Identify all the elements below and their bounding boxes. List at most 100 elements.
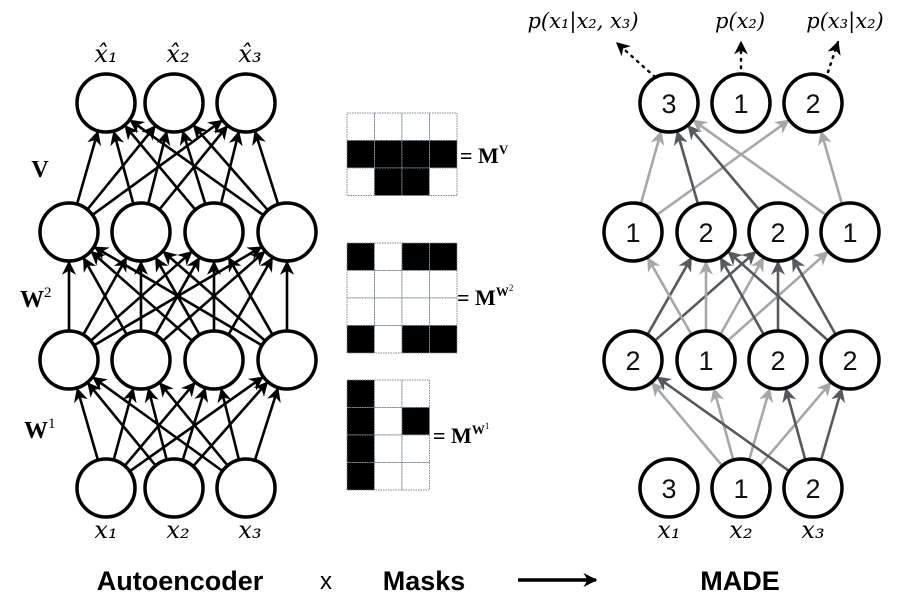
caption-autoencoder: Autoencoder (97, 566, 264, 596)
mask-cell (374, 167, 403, 196)
ae-hidden2-node (38, 201, 100, 263)
mask-matrix-W2 (346, 242, 458, 354)
dist-p-x3-given-x2: p(x₃|x₂) (806, 9, 883, 34)
mask-W1-label: = MW1 (433, 421, 489, 448)
mask-cell (374, 434, 403, 463)
mask-V-label: = MV (460, 142, 509, 168)
made-input-label-x1: x₁ (657, 516, 680, 544)
output-label-x1hat: x̂₁ (94, 40, 117, 68)
ae-hidden1-node (110, 329, 172, 391)
mask-cell (374, 379, 403, 408)
made-edge-w2 (727, 250, 830, 342)
made-output-node (782, 72, 844, 134)
made-dotted-arrows (615, 40, 841, 79)
weight-labels: V W2 W1 (20, 157, 56, 444)
input-label-x2: x₂ (166, 516, 189, 544)
made-edge-v (687, 124, 761, 211)
ae-edge-w1 (159, 382, 229, 467)
mask-W2-label: = MW2 (457, 283, 513, 310)
mask-cell (346, 167, 375, 196)
made-edge-w1 (651, 381, 724, 467)
ae-edge-w1 (92, 376, 224, 473)
mask-cell (374, 140, 403, 169)
made-input-labels: x₁ x₂ x₃ (657, 516, 824, 544)
mask-cell (374, 270, 403, 299)
mask-cell (401, 140, 430, 169)
mask-cell (346, 112, 375, 141)
weight-label-W2: W2 (20, 285, 52, 313)
mask-cell (346, 462, 375, 491)
ae-edge-v (129, 119, 265, 217)
made-output-node (710, 72, 772, 134)
autoencoder-edges (61, 119, 295, 473)
made-input-number: 1 (733, 474, 748, 504)
made-hidden2-node (675, 201, 737, 263)
weight-label-W1: W1 (24, 416, 56, 444)
mask-cell (429, 242, 458, 271)
mask-cell (401, 379, 430, 408)
operator-times: x (320, 568, 332, 595)
ae-input-node (143, 457, 205, 519)
input-label-x3: x₃ (238, 516, 261, 544)
made-output-node (638, 72, 700, 134)
made-hidden2-node (819, 201, 881, 263)
mask-cell (346, 407, 375, 436)
ae-edge-v (110, 130, 135, 205)
dist-p-x1-given-x2-x3: p(x₁|x₂, x₃) (527, 9, 638, 34)
ae-hidden2-node (183, 201, 245, 263)
mask-cell (346, 325, 375, 354)
made-hidden1-number: 1 (698, 346, 713, 376)
ae-edge-w1 (217, 387, 241, 461)
autoencoder-nodes (38, 72, 318, 519)
output-label-x3hat: x̂₃ (238, 40, 261, 68)
made-hidden2-number: 1 (625, 218, 640, 248)
mask-cell (374, 407, 403, 436)
ae-input-node (215, 457, 277, 519)
made-hidden1-number: 2 (625, 346, 640, 376)
made-output-number: 1 (733, 89, 748, 119)
made-edge-w2 (791, 256, 837, 336)
ae-hidden1-node (38, 329, 100, 391)
made-hidden1-node (675, 329, 737, 391)
ae-hidden2-node (110, 201, 172, 263)
ae-hidden2-node (256, 201, 318, 263)
made-edge-w2 (719, 256, 765, 336)
made-edge-v (639, 130, 665, 205)
made-edge-w1 (747, 387, 773, 461)
made-output-distributions: p(x₁|x₂, x₃) p(x₂) p(x₃|x₂) (527, 9, 883, 34)
mask-cell (401, 297, 430, 326)
ae-edge-v (75, 130, 102, 205)
mask-cell (401, 270, 430, 299)
made-input-node (710, 457, 772, 519)
dotted-arrow-3 (826, 40, 841, 74)
mask-cell (346, 242, 375, 271)
mask-matrix-V (346, 112, 458, 196)
made-hidden2-node (747, 201, 809, 263)
mask-cell (346, 270, 375, 299)
made-edge-w1 (819, 387, 845, 461)
ae-edge-w2 (162, 250, 267, 342)
ae-output-node (215, 72, 277, 134)
ae-edge-w2 (93, 246, 263, 347)
dotted-arrow-1 (615, 41, 657, 79)
mask-cell (429, 167, 458, 196)
output-label-x2hat: x̂₂ (166, 40, 189, 68)
mask-cell (429, 297, 458, 326)
ae-edge-v (124, 124, 197, 211)
autoencoder-input-labels: x₁ x₂ x₃ (94, 516, 261, 544)
mask-cell (374, 462, 403, 491)
mask-cell (401, 434, 430, 463)
ae-edge-w2 (227, 256, 274, 336)
mask-cell (429, 140, 458, 169)
mask-matrix-W1 (346, 379, 430, 491)
ae-output-node (143, 72, 205, 134)
mask-cell (346, 434, 375, 463)
made-edges (639, 119, 845, 473)
mask-cell (401, 325, 430, 354)
made-hidden1-node (602, 329, 664, 391)
input-label-x1: x₁ (94, 516, 117, 544)
mask-cell (401, 242, 430, 271)
made-input-number: 2 (805, 474, 820, 504)
made-edge-v (673, 130, 700, 205)
